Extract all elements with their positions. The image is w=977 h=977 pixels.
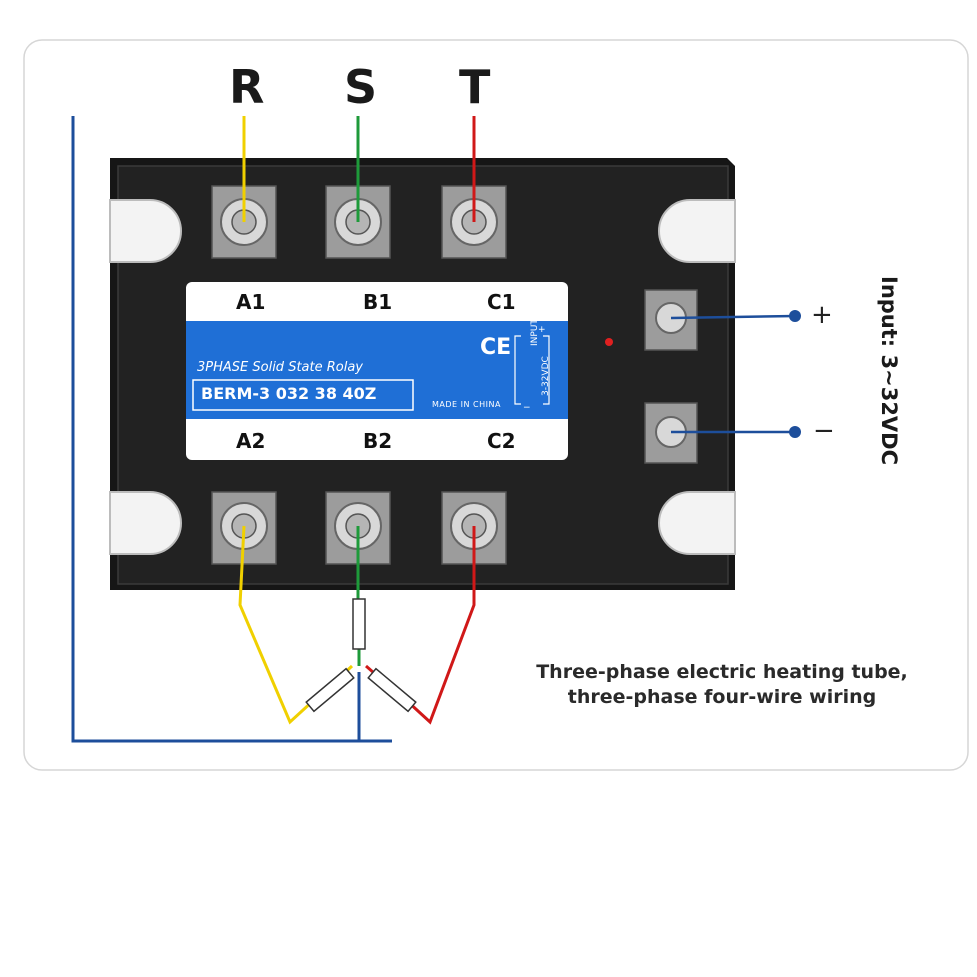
phase-label-r: R [229, 60, 265, 114]
input-voltage-label: Input: 3~32VDC [877, 276, 901, 466]
terminal-label-a2: A2 [236, 429, 266, 453]
neutral-wire [71, 116, 392, 743]
wire-input-minus-dot [789, 426, 801, 438]
input-bracket [514, 335, 550, 405]
terminal-input-plus [644, 289, 698, 351]
band-plus-sign: + [538, 325, 546, 335]
made-in-text: MADE IN CHINA [432, 400, 501, 409]
caption-line-1: Three-phase electric heating tube, [536, 661, 908, 683]
ce-mark: CE [480, 335, 512, 360]
terminal-label-a1: A1 [236, 290, 266, 314]
input-plus-sign: + [811, 300, 833, 330]
heating-element-right [367, 667, 417, 713]
label-plate [186, 282, 568, 460]
heating-element-vertical [352, 598, 366, 650]
phase-label-t: T [459, 60, 491, 114]
wire-c2-load [404, 526, 476, 725]
input-minus-sign: − [813, 416, 835, 446]
input-range-text: 3-32VDC [541, 356, 551, 396]
terminal-label-b2: B2 [363, 429, 393, 453]
band-minus-sign: − [523, 403, 531, 413]
wire-input-plus-dot [789, 310, 801, 322]
wire-input-plus [670, 314, 796, 320]
diagram-caption: Three-phase electric heating tube, three… [512, 660, 932, 709]
wire-a2-load [238, 525, 316, 725]
label-blue-band [186, 321, 568, 419]
model-number-text: BERM-3 032 38 40Z [201, 384, 377, 403]
heating-element-left [305, 667, 355, 713]
product-type-text: 3PHASE Solid State Rolay [197, 360, 363, 375]
indicator-led [605, 338, 613, 346]
terminal-label-c2: C2 [487, 429, 516, 453]
terminal-label-c1: C1 [487, 290, 516, 314]
caption-line-2: three-phase four-wire wiring [567, 685, 877, 708]
model-box [192, 379, 414, 411]
terminal-label-b1: B1 [363, 290, 393, 314]
phase-label-s: S [344, 60, 378, 114]
